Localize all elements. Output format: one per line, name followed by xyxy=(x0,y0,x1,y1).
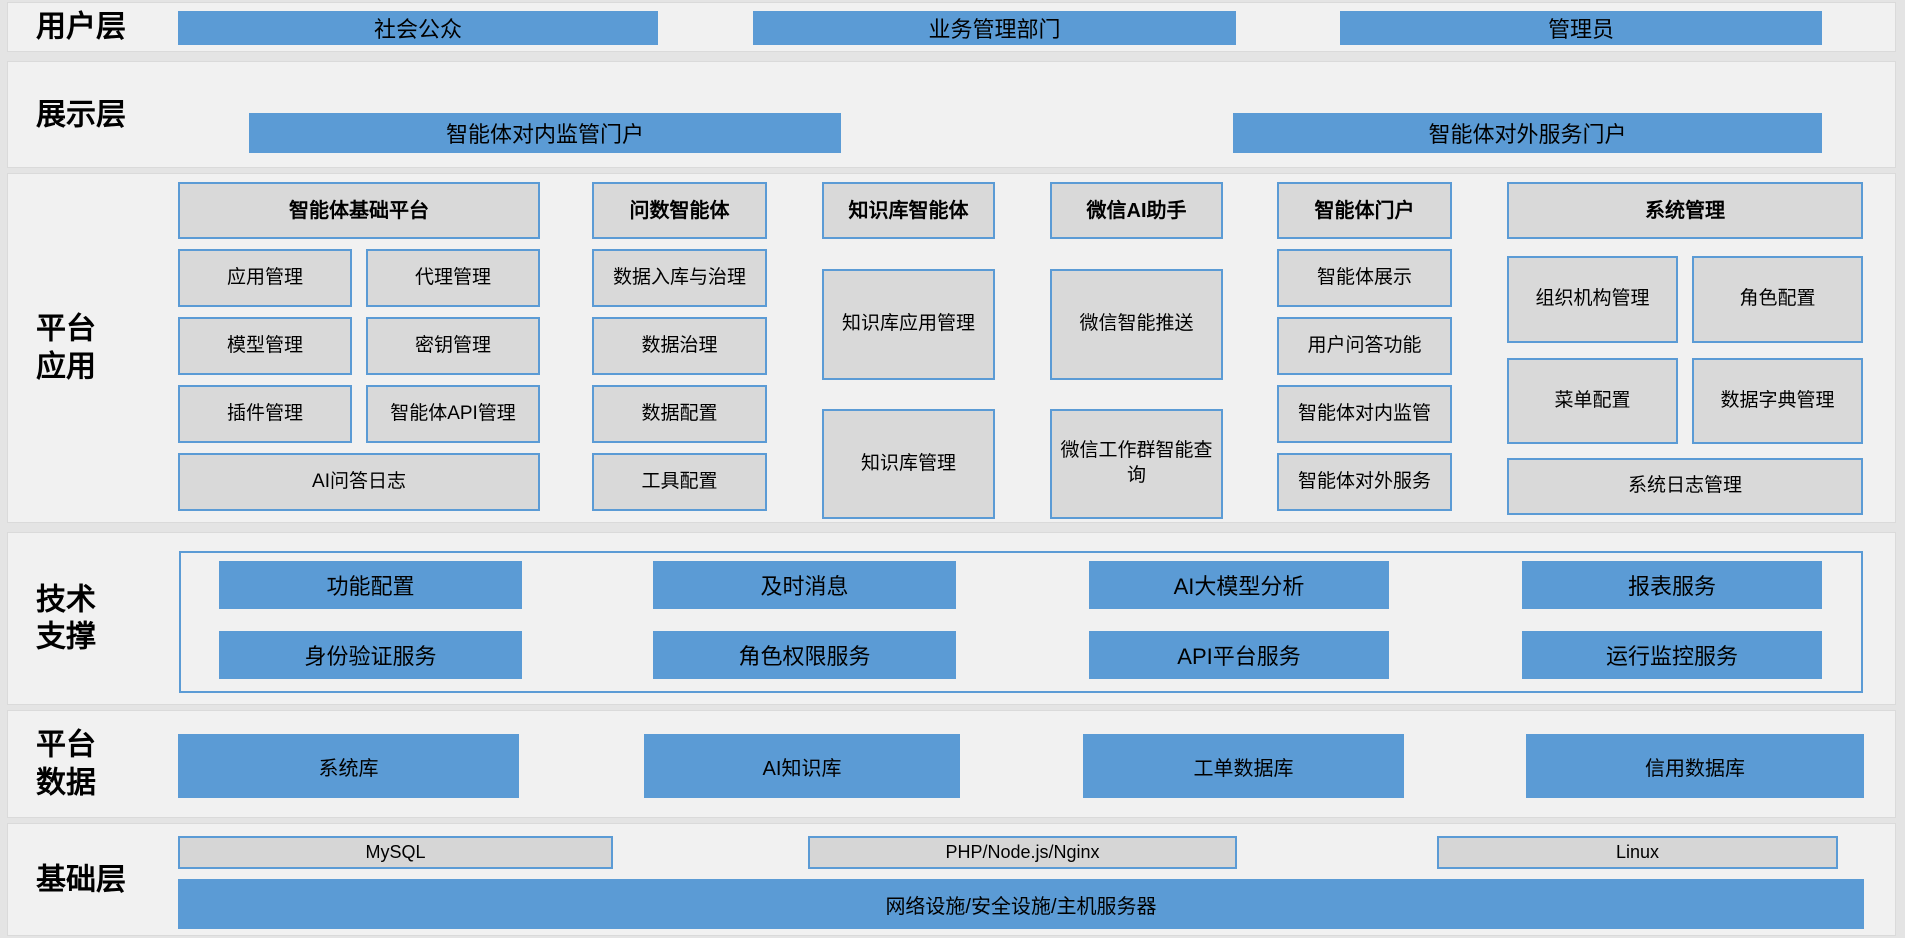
user-item-business-dept: 业务管理部门 xyxy=(753,11,1236,45)
platform-cell: 数据字典管理 xyxy=(1692,358,1863,444)
portal-internal: 智能体对内监管门户 xyxy=(249,113,841,153)
layer-label-tech-support: 技术 支撑 xyxy=(36,583,96,654)
layer-band-platform-data: 平台 数据 系统库 AI知识库 工单数据库 信用数据库 xyxy=(7,710,1896,818)
tech-service: 功能配置 xyxy=(219,561,522,609)
user-item-public: 社会公众 xyxy=(178,11,658,45)
infra-item-linux: Linux xyxy=(1437,836,1838,869)
tech-service: 身份验证服务 xyxy=(219,631,522,679)
platform-cell: 数据治理 xyxy=(592,317,767,375)
tech-service: 及时消息 xyxy=(653,561,956,609)
platform-column-header: 微信AI助手 xyxy=(1050,182,1223,239)
tech-service: API平台服务 xyxy=(1089,631,1389,679)
infra-item-php-node-nginx: PHP/Node.js/Nginx xyxy=(808,836,1237,869)
tech-service: 报表服务 xyxy=(1522,561,1822,609)
platform-column-header: 问数智能体 xyxy=(592,182,767,239)
platform-column-knowledge: 知识库智能体 知识库应用管理 知识库管理 xyxy=(822,182,995,519)
platform-column-header: 系统管理 xyxy=(1507,182,1863,239)
platform-cell: 插件管理 xyxy=(178,385,352,443)
platform-column-data-qa: 问数智能体 数据入库与治理 数据治理 数据配置 工具配置 xyxy=(592,182,767,511)
platform-cell: 工具配置 xyxy=(592,453,767,511)
database-item: AI知识库 xyxy=(644,734,960,798)
infra-item-mysql: MySQL xyxy=(178,836,613,869)
layer-band-platform-app: 平台 应用 智能体基础平台 应用管理 代理管理 模型管理 密钥管理 插件管理 智… xyxy=(7,173,1896,523)
platform-cell-wide: 系统日志管理 xyxy=(1507,458,1863,515)
portal-external: 智能体对外服务门户 xyxy=(1233,113,1822,153)
layer-band-user: 用户层 社会公众 业务管理部门 管理员 xyxy=(7,2,1896,52)
database-item: 系统库 xyxy=(178,734,519,798)
layer-label-user: 用户层 xyxy=(36,10,126,44)
database-item: 工单数据库 xyxy=(1083,734,1404,798)
platform-cell: 角色配置 xyxy=(1692,256,1863,343)
platform-cell: 菜单配置 xyxy=(1507,358,1678,444)
platform-column-header: 知识库智能体 xyxy=(822,182,995,239)
tech-service: AI大模型分析 xyxy=(1089,561,1389,609)
database-item: 信用数据库 xyxy=(1526,734,1864,798)
infra-hardware-bar: 网络设施/安全设施/主机服务器 xyxy=(178,879,1864,929)
platform-cell-tall: 知识库应用管理 xyxy=(822,269,995,380)
layer-band-infrastructure: 基础层 MySQL PHP/Node.js/Nginx Linux 网络设施/安… xyxy=(7,823,1896,936)
layer-label-display: 展示层 xyxy=(36,97,126,131)
platform-column-agent-portal: 智能体门户 智能体展示 用户问答功能 智能体对内监管 智能体对外服务 xyxy=(1277,182,1452,511)
platform-cell-tall: 知识库管理 xyxy=(822,409,995,519)
platform-cell-tall: 微信智能推送 xyxy=(1050,269,1223,380)
layer-label-infrastructure: 基础层 xyxy=(36,862,126,896)
layer-label-platform-app: 平台 应用 xyxy=(36,312,96,384)
platform-cell: 密钥管理 xyxy=(366,317,540,375)
platform-cell: 智能体对外服务 xyxy=(1277,453,1452,511)
platform-column-header: 智能体门户 xyxy=(1277,182,1452,239)
tech-service: 运行监控服务 xyxy=(1522,631,1822,679)
platform-column-header: 智能体基础平台 xyxy=(178,182,540,239)
user-item-admin: 管理员 xyxy=(1340,11,1822,45)
platform-column-agent-base: 智能体基础平台 应用管理 代理管理 模型管理 密钥管理 插件管理 智能体API管… xyxy=(178,182,540,511)
tech-support-frame xyxy=(179,551,1863,693)
platform-cell: 数据配置 xyxy=(592,385,767,443)
layer-band-display: 展示层 智能体对内监管门户 智能体对外服务门户 xyxy=(7,61,1896,168)
platform-column-wechat-ai: 微信AI助手 微信智能推送 微信工作群智能查询 xyxy=(1050,182,1223,519)
layer-band-tech-support: 技术 支撑 功能配置 及时消息 AI大模型分析 报表服务 身份验证服务 角色权限… xyxy=(7,532,1896,705)
platform-cell-wide: AI问答日志 xyxy=(178,453,540,511)
platform-column-system-mgmt: 系统管理 组织机构管理 角色配置 菜单配置 数据字典管理 系统日志管理 xyxy=(1507,182,1863,515)
platform-cell: 代理管理 xyxy=(366,249,540,307)
platform-cell: 智能体展示 xyxy=(1277,249,1452,307)
tech-service: 角色权限服务 xyxy=(653,631,956,679)
platform-cell: 智能体API管理 xyxy=(366,385,540,443)
platform-cell: 智能体对内监管 xyxy=(1277,385,1452,443)
platform-cell-tall: 微信工作群智能查询 xyxy=(1050,409,1223,519)
platform-cell: 数据入库与治理 xyxy=(592,249,767,307)
platform-cell: 应用管理 xyxy=(178,249,352,307)
platform-cell: 组织机构管理 xyxy=(1507,256,1678,343)
layer-label-platform-data: 平台 数据 xyxy=(36,728,96,800)
platform-cell: 模型管理 xyxy=(178,317,352,375)
platform-cell: 用户问答功能 xyxy=(1277,317,1452,375)
